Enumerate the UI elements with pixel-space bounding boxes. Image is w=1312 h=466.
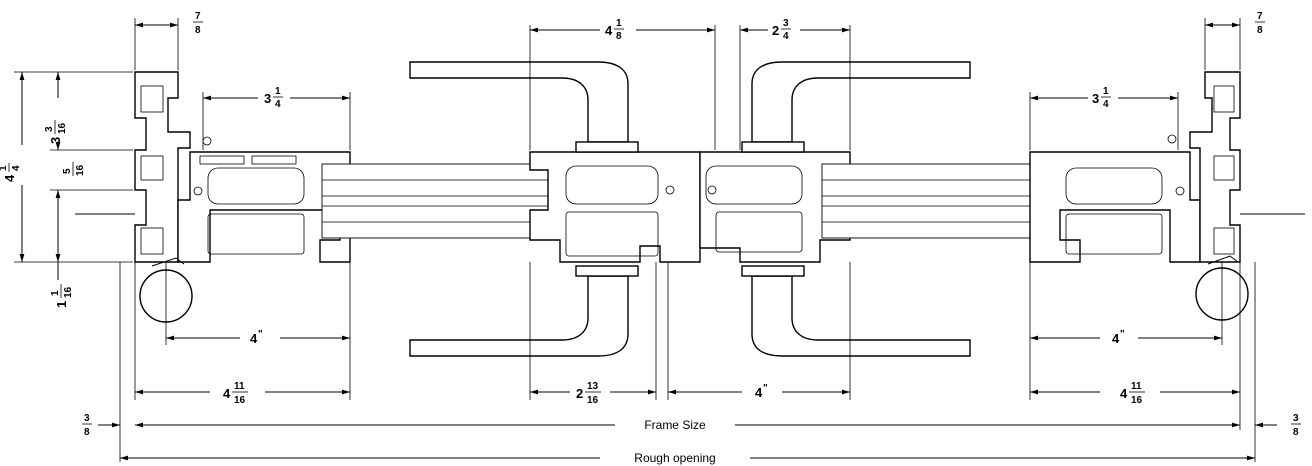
svg-text:4: 4	[223, 386, 231, 401]
svg-text:3: 3	[783, 18, 789, 29]
dim-handle-right: 2 3 4	[772, 18, 791, 42]
svg-text:4: 4	[250, 331, 258, 346]
dim-right-4-11-16: 4 11 16	[1120, 381, 1145, 406]
dim-edge-left-3-8: 3 8	[82, 413, 92, 438]
svg-text:1: 1	[50, 290, 61, 296]
svg-text:16: 16	[234, 395, 246, 406]
svg-text:3: 3	[48, 137, 63, 144]
svg-text:16: 16	[57, 122, 68, 134]
dim-center-2-13-16: 2 13 16	[576, 381, 601, 406]
svg-text:1: 1	[616, 18, 622, 29]
svg-text:4: 4	[1103, 99, 1109, 110]
svg-text:": "	[258, 329, 263, 340]
svg-text:4: 4	[605, 23, 613, 38]
dim-center-4: 4 "	[755, 383, 768, 400]
svg-text:": "	[1120, 329, 1125, 340]
svg-text:3: 3	[264, 91, 271, 106]
svg-text:11: 11	[234, 381, 245, 392]
svg-text:4: 4	[755, 385, 763, 400]
dim-height-4-1-4: 4 1 4	[0, 163, 22, 182]
dimension-lines	[19, 22, 1277, 461]
svg-text:1: 1	[1103, 86, 1109, 97]
dim-left-4-11-16: 4 11 16	[223, 381, 248, 406]
dim-edge-right-3-8: 3 8	[1291, 413, 1301, 438]
svg-text:4: 4	[2, 174, 17, 182]
roller-wheels	[139, 255, 1249, 323]
svg-text:3: 3	[84, 413, 90, 424]
svg-text:7: 7	[1257, 11, 1263, 22]
svg-text:8: 8	[195, 25, 201, 36]
door-handles	[409, 61, 971, 357]
svg-text:1: 1	[275, 86, 281, 97]
dim-right-sash: 3 1 4	[1092, 86, 1111, 110]
svg-text:1: 1	[0, 165, 9, 171]
dim-height-3-3-16: 3 3 16	[44, 120, 68, 144]
svg-text:8: 8	[616, 31, 622, 42]
svg-text:11: 11	[1131, 381, 1142, 392]
svg-text:16: 16	[75, 164, 86, 176]
svg-text:16: 16	[63, 286, 74, 298]
svg-text:3: 3	[44, 126, 55, 132]
svg-text:8: 8	[1257, 25, 1263, 36]
dim-left-4: 4 "	[250, 329, 263, 346]
svg-text:2: 2	[772, 23, 779, 38]
svg-text:16: 16	[587, 395, 599, 406]
svg-text:1: 1	[54, 301, 69, 308]
svg-text:8: 8	[1293, 427, 1299, 438]
svg-text:4: 4	[783, 31, 789, 42]
dim-right-4: 4 "	[1112, 329, 1125, 346]
svg-text:16: 16	[1131, 395, 1143, 406]
svg-text:8: 8	[84, 427, 90, 438]
dim-top-right-7-8: 7 8	[1255, 11, 1265, 36]
extension-lines	[14, 18, 1256, 462]
frame-size-label: Frame Size	[644, 418, 706, 432]
svg-text:13: 13	[587, 381, 599, 392]
dim-top-left-7-8: 7 8	[193, 11, 203, 36]
frame-profiles	[75, 71, 1305, 263]
svg-text:4: 4	[1112, 331, 1120, 346]
svg-text:7: 7	[195, 11, 201, 22]
dim-handle-left: 4 1 8	[605, 18, 624, 42]
svg-text:3: 3	[1293, 413, 1299, 424]
dim-bottom-1-1-16: 1 1 16	[50, 284, 74, 308]
svg-text:4: 4	[1120, 386, 1128, 401]
dim-offset-5-16: 5 16	[62, 162, 86, 176]
svg-text:": "	[763, 383, 768, 394]
svg-text:5: 5	[62, 168, 73, 174]
svg-text:4: 4	[275, 99, 281, 110]
rough-opening-label: Rough opening	[634, 451, 715, 465]
dim-left-sash: 3 1 4	[264, 86, 283, 110]
svg-text:4: 4	[11, 165, 22, 171]
svg-text:3: 3	[1092, 91, 1099, 106]
svg-text:2: 2	[576, 386, 583, 401]
